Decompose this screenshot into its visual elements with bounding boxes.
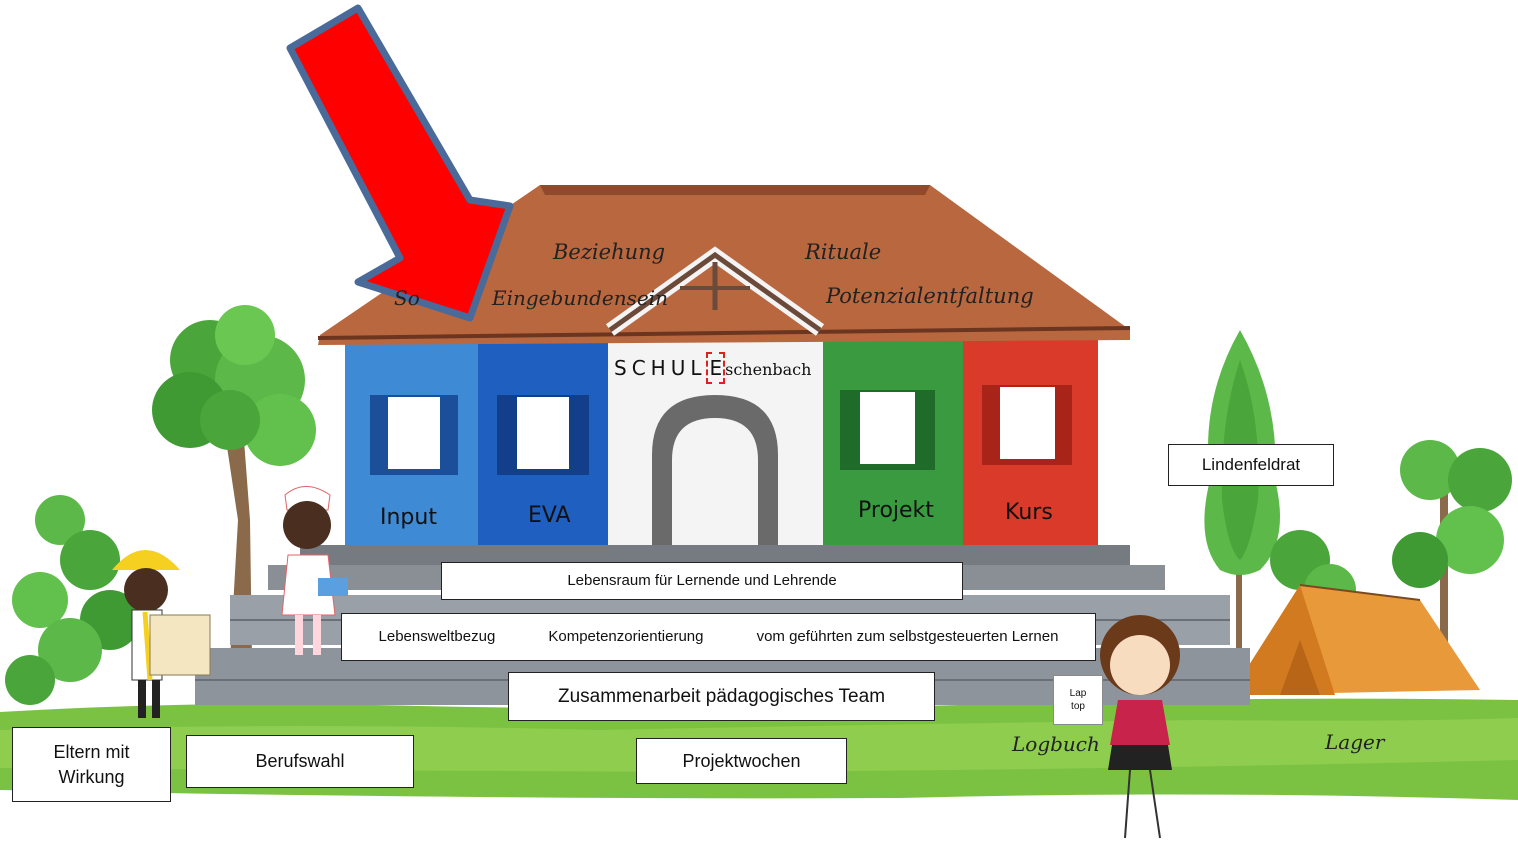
construction-worker-figure [112,550,211,718]
roof [317,185,1131,345]
roof-word-eingebundensein: Eingebundensein [492,286,668,310]
text-lindenfeldrat: Lindenfeldrat [1201,454,1301,474]
tree-left-large [152,305,316,660]
tent [1230,584,1480,695]
text-eltern-line1: Eltern mit [53,742,130,763]
label-input: Input [380,505,437,530]
box-eltern: Eltern mit Wirkung [12,727,171,802]
roof-word-partial: So [394,286,420,310]
text-projektwochen: Projektwochen [682,750,801,771]
label-lager: Lager [1325,730,1385,754]
label-logbuch: Logbuch [1012,732,1100,756]
box-berufswahl: Berufswahl [186,735,414,788]
tree-right-far [1270,440,1512,690]
step-text-kompetenzorientierung: Kompetenzorientierung [548,627,704,645]
step-text-lebensraum: Lebensraum für Lernende und Lehrende [567,571,837,589]
roof-word-beziehung: Beziehung [553,240,666,264]
text-eltern-line2: Wirkung [58,766,125,787]
step-text-zusammenarbeit: Zusammenarbeit pädagogisches Team [557,685,886,707]
step-box-middle: Lebensweltbezug Kompetenzorientierung vo… [341,613,1096,661]
box-laptop: Lap top [1053,675,1103,725]
text-berufswahl: Berufswahl [255,751,345,772]
roof-word-potenzialentfaltung: Potenzialentfaltung [826,284,1034,308]
box-lindenfeldrat: Lindenfeldrat [1168,444,1334,486]
girl-figure [1100,615,1180,839]
box-projektwochen: Projektwochen [636,738,847,784]
text-laptop-line2: top [1071,701,1085,712]
step-text-selbstgesteuert: vom geführten zum selbstgesteuerten Lern… [756,627,1059,645]
school-logo-letter: E [706,352,726,384]
house-walls [345,330,1098,545]
nurse-figure [281,486,348,655]
school-logo-prefix: SCHUL [614,356,707,380]
step-box-zusammenarbeit: Zusammenarbeit pädagogisches Team [508,672,935,721]
step-text-lebensweltbezug: Lebensweltbezug [378,627,496,645]
label-projekt: Projekt [858,498,934,523]
label-kurs: Kurs [1005,500,1053,525]
label-eva: EVA [528,503,571,528]
red-arrow-icon [286,4,514,322]
step-box-lebensraum: Lebensraum für Lernende und Lehrende [441,562,963,600]
roof-word-rituale: Rituale [805,240,882,264]
text-laptop-line1: Lap [1069,687,1087,699]
tree-left-small [5,495,140,705]
school-logo-suffix: schenbach [725,360,812,379]
